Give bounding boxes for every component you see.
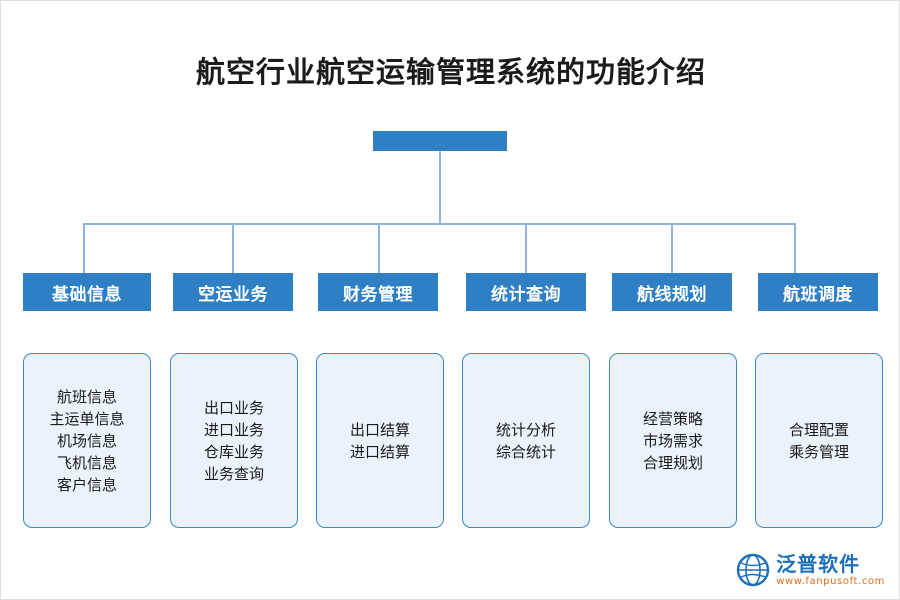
branch-panel-5: 经营策略 市场需求 合理规划 [609,353,737,528]
panel-item: 进口业务 [203,420,264,439]
logo-text: 泛普软件 www.fanpusoft.com [776,554,885,587]
connector-drop-1 [83,223,85,273]
panel-item: 出口结算 [349,420,410,439]
branch-header-4[interactable]: 统计查询 [466,273,586,311]
panel-item: 业务查询 [203,464,264,483]
root-node [373,131,507,151]
branch-panel-3: 出口结算 进口结算 [316,353,444,528]
panel-item: 客户信息 [56,475,117,494]
connector-bus [83,223,795,225]
panel-item: 主运单信息 [49,409,125,428]
branch-header-1[interactable]: 基础信息 [23,273,151,311]
panel-item: 合理规划 [642,453,703,472]
connector-root-stem [439,151,441,223]
branch-header-5[interactable]: 航线规划 [612,273,732,311]
connector-drop-5 [671,223,673,273]
branch-panel-2: 出口业务 进口业务 仓库业务 业务查询 [170,353,298,528]
panel-item: 合理配置 [788,420,849,439]
branch-header-2[interactable]: 空运业务 [173,273,293,311]
panel-item: 经营策略 [642,409,703,428]
branch-header-3[interactable]: 财务管理 [318,273,438,311]
panel-item: 航班信息 [56,387,117,406]
brand-logo: 泛普软件 www.fanpusoft.com [736,553,885,587]
connector-drop-4 [525,223,527,273]
connector-drop-2 [232,223,234,273]
logo-name: 泛普软件 [776,551,861,576]
branch-panel-6: 合理配置 乘务管理 [755,353,883,528]
panel-item: 统计分析 [495,420,556,439]
panel-item: 仓库业务 [203,442,264,461]
logo-domain: www.fanpusoft.com [776,575,885,587]
connector-drop-3 [378,223,380,273]
page-title: 航空行业航空运输管理系统的功能介绍 [195,55,706,89]
panel-item: 市场需求 [642,431,703,450]
branch-header-6[interactable]: 航班调度 [758,273,878,311]
panel-item: 进口结算 [349,442,410,461]
panel-item: 乘务管理 [788,442,849,461]
panel-item: 出口业务 [203,398,264,417]
globe-icon [736,553,770,587]
branch-panel-1: 航班信息 主运单信息 机场信息 飞机信息 客户信息 [23,353,151,528]
panel-item: 综合统计 [495,442,556,461]
branch-panel-4: 统计分析 综合统计 [462,353,590,528]
connector-drop-6 [794,223,796,273]
panel-item: 飞机信息 [56,453,117,472]
panel-item: 机场信息 [56,431,117,450]
